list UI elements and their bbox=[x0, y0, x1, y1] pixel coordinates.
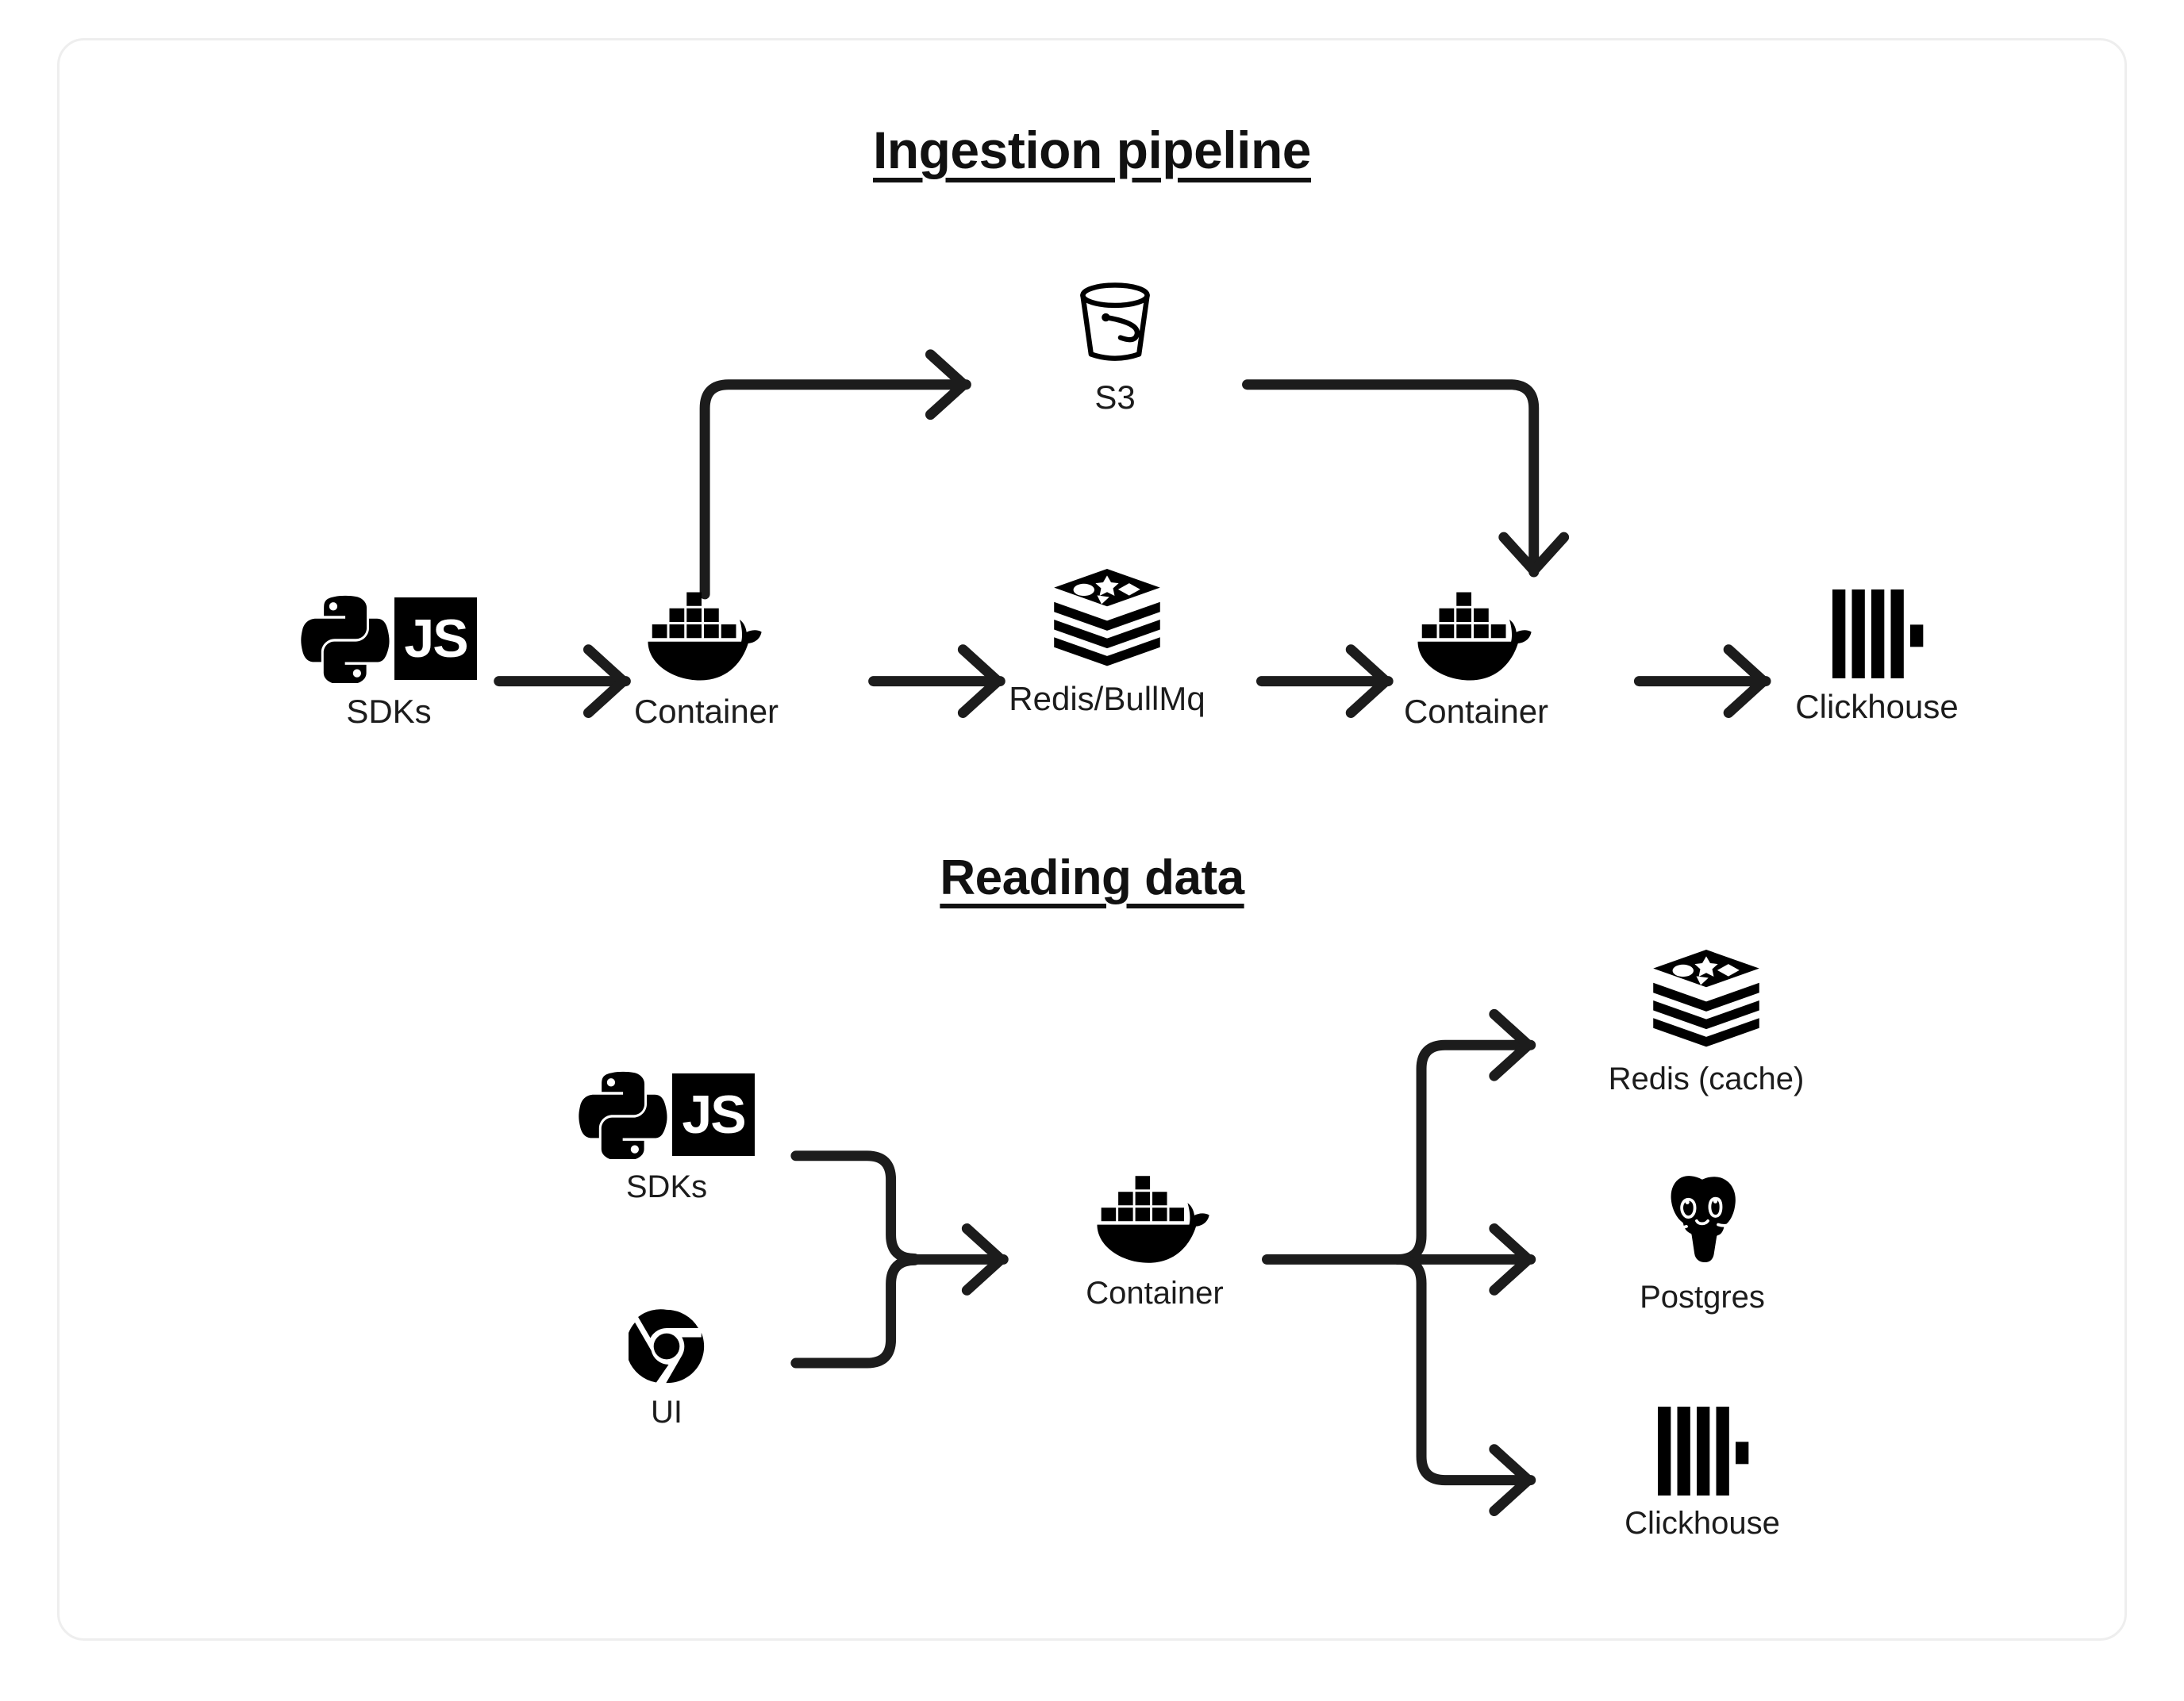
node-postgres[interactable]: Postgres bbox=[1571, 1171, 1833, 1314]
s3-bucket-icon bbox=[1069, 271, 1161, 369]
section-title-reading: Reading data bbox=[940, 850, 1244, 905]
node-label: Container bbox=[1086, 1276, 1224, 1311]
node-label: SDKs bbox=[346, 693, 432, 730]
python-icon bbox=[301, 595, 390, 683]
python-icon bbox=[579, 1071, 667, 1159]
node-sdks-reading[interactable]: JS SDKs bbox=[536, 1061, 798, 1204]
node-clickhouse-ingestion[interactable]: Clickhouse bbox=[1750, 580, 2004, 724]
connector-layer bbox=[494, 349, 1771, 1516]
node-label: Redis/BullMq bbox=[1009, 680, 1205, 717]
node-label: Postgres bbox=[1640, 1280, 1765, 1315]
node-label: UI bbox=[651, 1395, 682, 1430]
node-redis-bullmq[interactable]: Redis/BullMq bbox=[956, 569, 1258, 717]
node-label: Clickhouse bbox=[1625, 1506, 1780, 1541]
diagram-card: Ingestion pipeline Reading data bbox=[57, 38, 2127, 1641]
edge-container3-fanout bbox=[1262, 1008, 1536, 1516]
python-js-sdk-icon: JS bbox=[301, 585, 477, 683]
docker-whale-icon bbox=[1096, 1167, 1213, 1265]
node-sdks-ingestion[interactable]: JS SDKs bbox=[258, 585, 520, 729]
edge-s3-to-container2 bbox=[1242, 379, 1570, 578]
redis-stack-icon bbox=[1651, 950, 1762, 1051]
redis-stack-icon bbox=[1052, 569, 1163, 670]
node-container-ingestion-2[interactable]: Container bbox=[1369, 585, 1583, 729]
node-label: SDKs bbox=[625, 1169, 708, 1204]
node-label: S3 bbox=[1094, 378, 1136, 416]
node-container-ingestion-1[interactable]: Container bbox=[599, 585, 813, 729]
docker-whale-icon bbox=[1417, 585, 1536, 683]
node-clickhouse-reading[interactable]: Clickhouse bbox=[1571, 1397, 1833, 1540]
python-js-sdk-icon: JS bbox=[579, 1061, 755, 1159]
edge-container1-to-s3 bbox=[699, 349, 971, 600]
node-s3[interactable]: S3 bbox=[1020, 271, 1210, 415]
node-label: Container bbox=[1403, 693, 1549, 730]
clickhouse-bars-icon bbox=[1830, 580, 1924, 678]
edge-sdks-ui-merge-to-container3 bbox=[790, 1150, 1009, 1369]
node-label: Redis (cache) bbox=[1608, 1062, 1805, 1096]
javascript-icon: JS bbox=[394, 597, 477, 680]
edge-redis-to-container2 bbox=[1256, 644, 1394, 718]
postgres-elephant-icon bbox=[1655, 1171, 1749, 1269]
edge-container2-to-clickhouse bbox=[1633, 644, 1771, 718]
section-title-ingestion: Ingestion pipeline bbox=[872, 121, 1312, 179]
docker-whale-icon bbox=[647, 585, 766, 683]
node-label: Container bbox=[633, 693, 779, 730]
node-container-reading[interactable]: Container bbox=[1048, 1167, 1262, 1310]
node-ui[interactable]: UI bbox=[591, 1286, 742, 1429]
edge-container1-to-redis bbox=[868, 644, 1005, 718]
edge-sdks-to-container1 bbox=[494, 644, 631, 718]
node-redis-cache[interactable]: Redis (cache) bbox=[1548, 950, 1865, 1096]
node-label: Clickhouse bbox=[1795, 688, 1959, 725]
javascript-icon: JS bbox=[672, 1073, 755, 1156]
diagram-canvas: Ingestion pipeline Reading data bbox=[60, 40, 2124, 1638]
clickhouse-bars-icon bbox=[1655, 1397, 1749, 1496]
chrome-icon bbox=[629, 1286, 705, 1384]
